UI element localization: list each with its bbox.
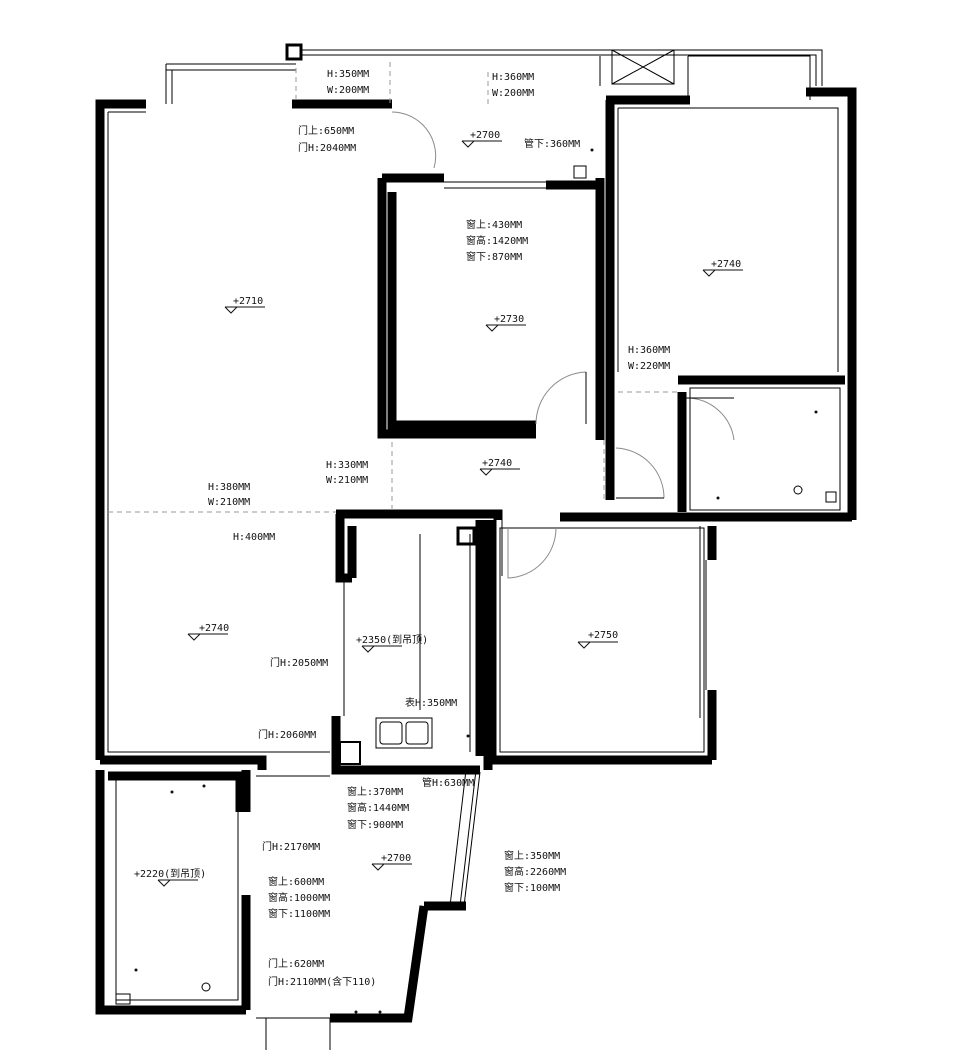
elevation-bedroom-middle: +2730 [494,314,524,325]
outlet-dot [716,496,720,500]
outlet-dot [466,734,470,738]
elevation-master-bedroom: +2740 [711,259,741,270]
beam-h360: H:360MM [492,72,534,83]
elevation-corridor-top: +2700 [470,130,500,141]
wall-linings [95,107,857,1050]
win-h-1440: 窗高:1440MM [347,801,409,814]
beam-w200-b: W:200MM [492,88,534,99]
beam-w200-a: W:200MM [327,85,369,96]
elevation-entry: +2700 [381,853,411,864]
beam-w210-b: W:210MM [208,497,250,508]
pipe-h-630: 管H:630MM [422,776,474,789]
win-top-600: 窗上:600MM [268,875,324,888]
north-balcony-rail [165,49,823,104]
beam-h330: H:330MM [326,460,368,471]
beam-h360-b: H:360MM [628,345,670,356]
corner-pipe-bath [115,993,131,1005]
beam-h380: H:380MM [208,482,250,493]
beam-h350: H:350MM [327,69,369,80]
outlet-dot [378,1010,382,1014]
outlet-dot [814,410,818,414]
win-top-350: 窗上:350MM [504,849,560,862]
floor-drain-box [339,741,361,765]
win-h-1000: 窗高:1000MM [268,891,330,904]
kitchen-sink [375,717,433,749]
outlet-dot [170,790,174,794]
door-top-620: 门上:620MM [268,957,324,970]
beam-w210-a: W:210MM [326,475,368,486]
floor-drain-bath [201,982,211,992]
win-bottom-870: 窗下:870MM [466,250,522,263]
meter-h-350: 表H:350MM [405,696,457,709]
elevation-living-north: +2710 [233,296,263,307]
door-h-2110: 门H:2110MM(含下110) [268,975,376,988]
elevation-living-south: +2740 [199,623,229,634]
outlet-dot [590,148,594,152]
win-bottom-100: 窗下:100MM [504,881,560,894]
balcony-post [285,43,303,61]
outlet-dot [354,1010,358,1014]
win-h-2260: 窗高:2260MM [504,865,566,878]
door-h-2060: 门H:2060MM [258,728,316,741]
pipe-under-360: 管下:360MM [524,137,580,150]
elevation-kitchen: +2350(到吊顶) [356,634,428,646]
door-top-650: 门上:650MM [298,124,354,137]
door-swings [391,111,735,579]
beam-h400: H:400MM [233,532,275,543]
kitchen-shaft [456,526,476,546]
beam-lines [108,62,678,513]
elevation-bedroom-south: +2750 [588,630,618,641]
walls [95,87,857,1023]
door-h-2040: 门H:2040MM [298,141,356,154]
win-top-370: 窗上:370MM [347,785,403,798]
elevation-hallway: +2740 [482,458,512,469]
win-bottom-900: 窗下:900MM [347,818,403,831]
corner-pipe [825,491,837,503]
outlet-dot [202,784,206,788]
door-h-2170: 门H:2170MM [262,840,320,853]
elevation-bathroom: +2220(到吊顶) [134,868,206,880]
vent-shaft [611,49,675,85]
win-h-1420: 窗高:1420MM [466,234,528,247]
outlet-dot [134,968,138,972]
door-h-2050: 门H:2050MM [270,656,328,669]
pipe-box [573,165,587,179]
win-bottom-1100: 窗下:1100MM [268,907,330,920]
elevation-triangles [157,140,743,887]
floor-drain [793,485,803,495]
beam-w220: W:220MM [628,361,670,372]
win-top-430: 窗上:430MM [466,218,522,231]
